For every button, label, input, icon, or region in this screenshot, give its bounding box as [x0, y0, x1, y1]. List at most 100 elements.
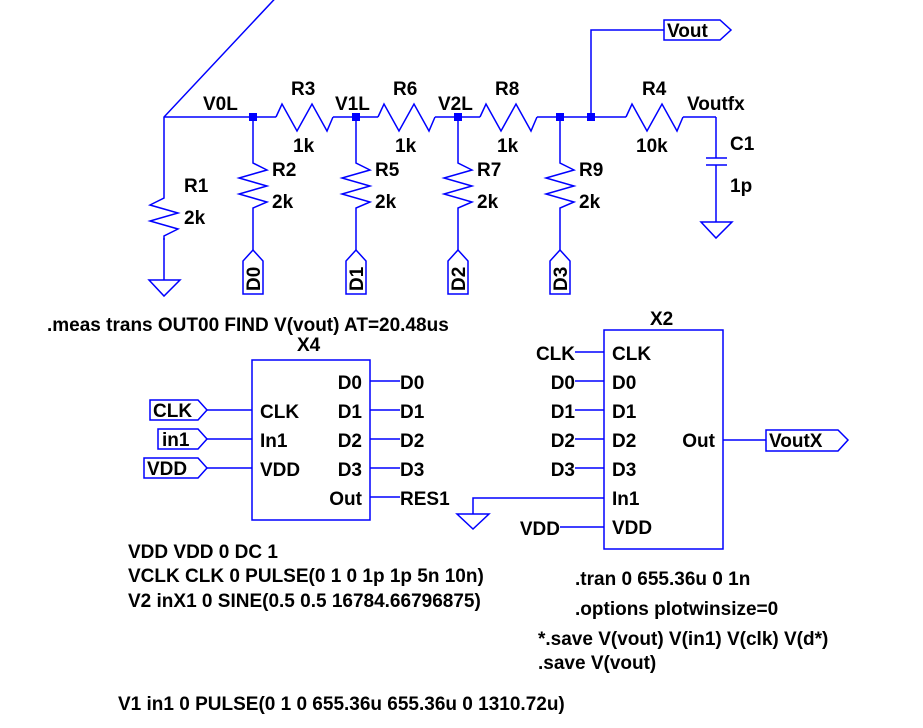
resistor-r9[interactable] [543, 155, 577, 215]
r7-value: 2k [477, 192, 499, 213]
svg-text:Out: Out [682, 431, 715, 452]
directive-vclk[interactable]: VCLK CLK 0 PULSE(0 1 0 1p 1p 5n 10n) [128, 566, 484, 587]
subcircuit-x4[interactable]: X4 CLK In1 VDD D0 D1 D2 D3 Out [251, 335, 371, 521]
svg-text:D3: D3 [338, 460, 362, 481]
port-voutx[interactable]: VoutX [765, 429, 850, 452]
port-clk[interactable]: CLK [149, 399, 209, 422]
svg-text:CLK: CLK [260, 402, 299, 423]
x4-net-d2: D2 [400, 431, 424, 452]
ground-icon [699, 221, 734, 240]
port-vout[interactable]: Vout [663, 19, 733, 42]
resistor-r2[interactable] [236, 155, 270, 215]
x2-net-vdd: VDD [520, 519, 560, 540]
r3-value: 1k [293, 136, 315, 157]
svg-text:D2: D2 [612, 431, 636, 452]
c1-ref: C1 [730, 134, 755, 155]
c1-value: 1p [730, 176, 752, 197]
r4-value: 10k [636, 136, 668, 157]
svg-text:CLK: CLK [612, 344, 651, 365]
resistor-r8[interactable] [479, 102, 538, 133]
svg-text:in1: in1 [162, 430, 190, 451]
svg-text:VDD: VDD [612, 518, 652, 539]
svg-text:In1: In1 [612, 489, 640, 510]
port-vdd[interactable]: VDD [143, 457, 209, 480]
r2-value: 2k [272, 192, 294, 213]
svg-text:D1: D1 [338, 402, 363, 423]
svg-text:Out: Out [329, 489, 362, 510]
svg-text:Vout: Vout [667, 21, 708, 42]
svg-text:VDD: VDD [260, 460, 300, 481]
x4-net-res1: RES1 [400, 489, 450, 510]
svg-text:CLK: CLK [153, 401, 192, 422]
x4-wires [207, 380, 400, 498]
x2-net-d3: D3 [551, 460, 575, 481]
svg-text:D2: D2 [338, 431, 362, 452]
junction-dot [587, 113, 595, 121]
net-label-v0l: V0L [203, 94, 238, 115]
port-in1[interactable]: in1 [157, 428, 209, 451]
x4-net-d1: D1 [400, 402, 425, 423]
port-d0[interactable]: D0 [242, 248, 265, 295]
x4-net-d0: D0 [400, 373, 424, 394]
svg-text:VDD: VDD [147, 459, 187, 480]
port-d3[interactable]: D3 [549, 248, 572, 295]
r5-value: 2k [375, 192, 397, 213]
port-d2[interactable]: D2 [447, 248, 470, 295]
resistor-r3[interactable] [275, 102, 334, 133]
junction-dot [249, 113, 257, 121]
junction-dot [352, 113, 360, 121]
svg-text:D1: D1 [347, 266, 368, 291]
ground-icon [455, 513, 491, 531]
subcircuit-x2[interactable]: X2 CLK D0 D1 D2 D3 In1 VDD Out [603, 309, 724, 550]
r6-ref: R6 [393, 79, 417, 100]
svg-text:D0: D0 [338, 373, 362, 394]
r6-value: 1k [395, 136, 417, 157]
svg-text:D1: D1 [612, 402, 637, 423]
svg-text:D3: D3 [612, 460, 636, 481]
resistor-r1[interactable] [147, 178, 181, 240]
directive-v1[interactable]: V1 in1 0 PULSE(0 1 0 655.36u 655.36u 0 1… [118, 694, 565, 715]
resistor-r5[interactable] [339, 155, 373, 215]
directive-v2[interactable]: V2 inX1 0 SINE(0.5 0.5 16784.66796875) [128, 591, 481, 612]
r3-ref: R3 [291, 79, 315, 100]
x4-net-d3: D3 [400, 460, 424, 481]
x2-net-d0: D0 [551, 373, 575, 394]
resistor-r6[interactable] [377, 102, 436, 133]
directive-vdd[interactable]: VDD VDD 0 DC 1 [128, 542, 278, 563]
junction-dot [454, 113, 462, 121]
r9-ref: R9 [579, 160, 603, 181]
directive-save-commented[interactable]: *.save V(vout) V(in1) V(clk) V(d*) [538, 629, 828, 650]
junction-dot [556, 113, 564, 121]
r7-ref: R7 [477, 160, 501, 181]
svg-text:D3: D3 [551, 267, 572, 291]
r2-ref: R2 [272, 160, 296, 181]
ground-icon [147, 279, 182, 298]
svg-text:D0: D0 [244, 267, 265, 291]
r4-ref: R4 [642, 79, 667, 100]
svg-text:D2: D2 [449, 267, 470, 291]
svg-text:X2: X2 [650, 309, 673, 330]
meas-directive[interactable]: .meas trans OUT00 FIND V(vout) AT=20.48u… [47, 315, 449, 336]
resistor-r4[interactable] [625, 102, 684, 133]
directive-options[interactable]: .options plotwinsize=0 [575, 599, 778, 620]
x2-net-clk: CLK [536, 344, 575, 365]
x2-net-d1: D1 [551, 402, 576, 423]
net-label-v1l: V1L [335, 94, 370, 115]
net-label-voutfx: Voutfx [687, 94, 745, 115]
port-d1[interactable]: D1 [345, 248, 368, 295]
r5-ref: R5 [375, 160, 400, 181]
r1-ref: R1 [184, 176, 209, 197]
resistor-r7[interactable] [441, 155, 475, 215]
directive-save[interactable]: .save V(vout) [538, 653, 656, 674]
r9-value: 2k [579, 192, 601, 213]
r1-value: 2k [184, 208, 206, 229]
directive-tran[interactable]: .tran 0 655.36u 0 1n [575, 569, 750, 590]
x2-net-d2: D2 [551, 431, 575, 452]
net-label-v2l: V2L [438, 94, 473, 115]
svg-text:D0: D0 [612, 373, 636, 394]
svg-text:VoutX: VoutX [769, 431, 823, 452]
svg-text:X4: X4 [297, 335, 321, 356]
r8-ref: R8 [495, 79, 519, 100]
r8-value: 1k [497, 136, 519, 157]
